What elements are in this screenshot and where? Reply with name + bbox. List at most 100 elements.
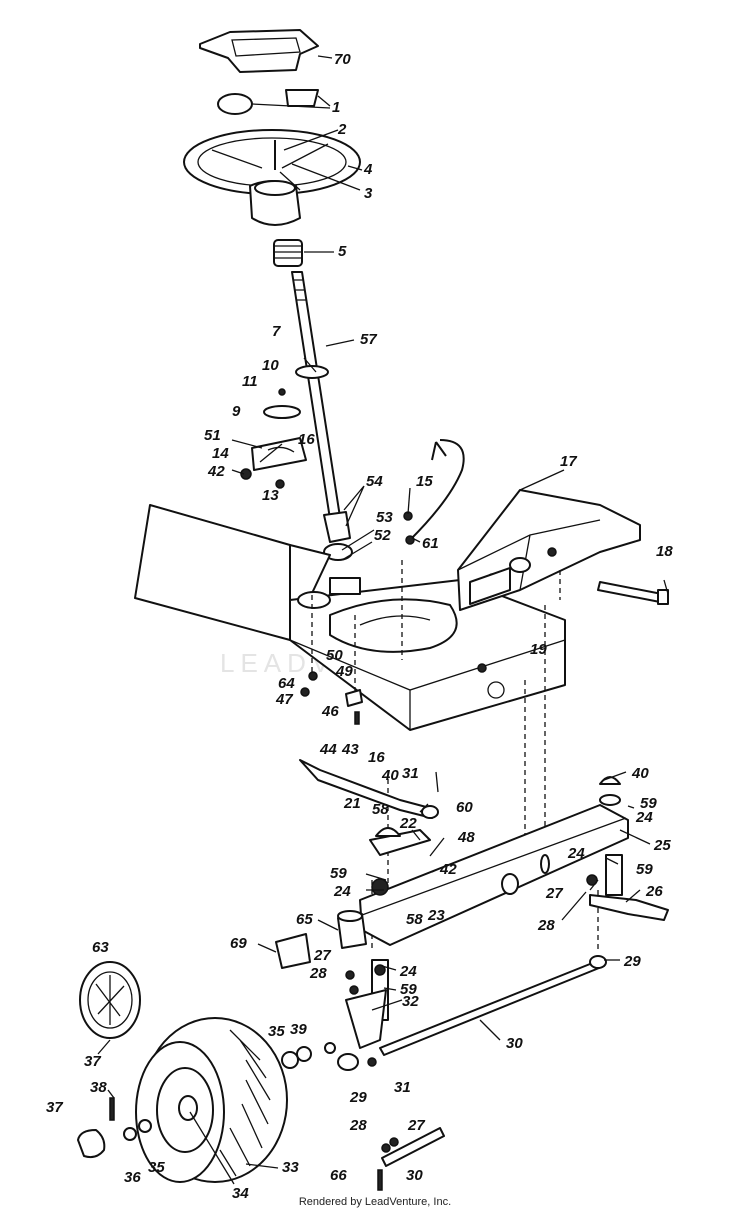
callout-27b: 27	[313, 947, 331, 964]
callout-48: 48	[457, 829, 475, 846]
callout-33: 33	[282, 1159, 299, 1176]
callout-59c: 59	[330, 865, 347, 882]
callout-57: 57	[360, 331, 377, 348]
callout-5: 5	[338, 243, 347, 260]
callout-42b: 42	[439, 861, 457, 878]
callout-60: 60	[456, 799, 473, 816]
callout-59b: 59	[636, 861, 653, 878]
callout-50: 50	[326, 647, 343, 664]
callout-16a: 16	[298, 431, 315, 448]
callout-26: 26	[645, 883, 663, 900]
part-18-bolt	[597, 581, 669, 605]
callout-30a: 30	[506, 1035, 523, 1052]
callout-labels: 70 1 2 4 3 5 7 57 10 11 9 51 16 14 42 13…	[46, 51, 673, 1202]
part-5-bushing	[273, 239, 303, 267]
callout-9: 9	[232, 403, 241, 420]
callout-35a: 35	[268, 1023, 285, 1040]
callout-19: 19	[530, 641, 547, 658]
callout-28b: 28	[309, 965, 327, 982]
callout-34: 34	[232, 1185, 249, 1202]
part-38-pin	[109, 1097, 115, 1121]
part-65-bushing	[337, 910, 367, 949]
callout-25: 25	[653, 837, 671, 854]
callout-21: 21	[343, 795, 361, 812]
callout-13: 13	[262, 487, 279, 504]
callout-40a: 40	[381, 767, 399, 784]
callout-28c: 28	[349, 1117, 367, 1134]
part-33-tire	[135, 1017, 288, 1183]
callout-31b: 31	[394, 1079, 411, 1096]
callout-24a: 24	[635, 809, 653, 826]
callout-1: 1	[332, 99, 340, 116]
callout-32: 32	[402, 993, 419, 1010]
callout-58a: 58	[372, 801, 389, 818]
part-17-bracket	[457, 489, 641, 611]
callout-58b: 58	[406, 911, 423, 928]
callout-27c: 27	[407, 1117, 425, 1134]
footer-credit: Rendered by LeadVenture, Inc.	[298, 1196, 452, 1208]
callout-2: 2	[337, 121, 347, 138]
callout-30b: 30	[406, 1167, 423, 1184]
callout-29b: 29	[349, 1089, 367, 1106]
part-32-spindle	[345, 878, 389, 1049]
part-25-front-axle	[359, 804, 629, 946]
callout-59d: 59	[400, 981, 417, 998]
part-70-cover	[199, 29, 319, 73]
callout-29a: 29	[623, 953, 641, 970]
callout-65: 65	[296, 911, 313, 928]
callout-24d: 24	[399, 963, 417, 980]
callout-54: 54	[366, 473, 383, 490]
callout-37b: 37	[46, 1099, 63, 1116]
callout-16b: 16	[368, 749, 385, 766]
callout-46: 46	[321, 703, 339, 720]
callout-28a: 28	[537, 917, 555, 934]
callout-35b: 35	[148, 1159, 165, 1176]
callout-15: 15	[416, 473, 433, 490]
part-47-nut	[300, 687, 310, 697]
callout-40b: 40	[631, 765, 649, 782]
callout-22: 22	[399, 815, 417, 832]
callout-18: 18	[656, 543, 673, 560]
callout-37a: 37	[84, 1053, 101, 1070]
callout-61: 61	[422, 535, 439, 552]
callout-49: 49	[335, 663, 353, 680]
part-37-cap	[77, 1129, 106, 1159]
callout-36: 36	[124, 1169, 141, 1186]
callout-23: 23	[427, 907, 445, 924]
callout-43: 43	[341, 741, 359, 758]
part-26-spindle	[586, 854, 669, 921]
part-30-tie-rod	[337, 955, 607, 1071]
callout-66: 66	[330, 1167, 347, 1184]
callout-10: 10	[262, 357, 279, 374]
callout-44: 44	[319, 741, 337, 758]
callout-3: 3	[364, 185, 373, 202]
part-69-clip	[275, 933, 311, 969]
callout-53: 53	[376, 509, 393, 526]
part-61-rod	[409, 439, 465, 541]
callout-14: 14	[212, 445, 229, 462]
callout-70: 70	[334, 51, 351, 68]
callout-51: 51	[204, 427, 221, 444]
frame	[134, 504, 566, 731]
part-63-hubcap	[79, 961, 141, 1039]
callout-7: 7	[272, 323, 281, 340]
part-46-spacer	[345, 689, 363, 707]
part-54-steering-shaft	[291, 271, 353, 561]
callout-24b: 24	[567, 845, 585, 862]
tie-rod-end-lower	[377, 1127, 445, 1191]
callout-64: 64	[278, 675, 295, 692]
callout-4: 4	[363, 161, 373, 178]
callout-38: 38	[90, 1079, 107, 1096]
callout-24c: 24	[333, 883, 351, 900]
callout-39: 39	[290, 1021, 307, 1038]
part-51-bracket	[240, 388, 307, 489]
callout-27a: 27	[545, 885, 563, 902]
part-61-arrow	[431, 441, 447, 461]
callout-11: 11	[242, 373, 258, 390]
callout-31a: 31	[402, 765, 419, 782]
part-4-steering-wheel	[183, 129, 361, 226]
part-50-nut	[308, 671, 318, 681]
part-40-cap-left	[375, 827, 401, 837]
part-43-bolt	[354, 711, 360, 725]
